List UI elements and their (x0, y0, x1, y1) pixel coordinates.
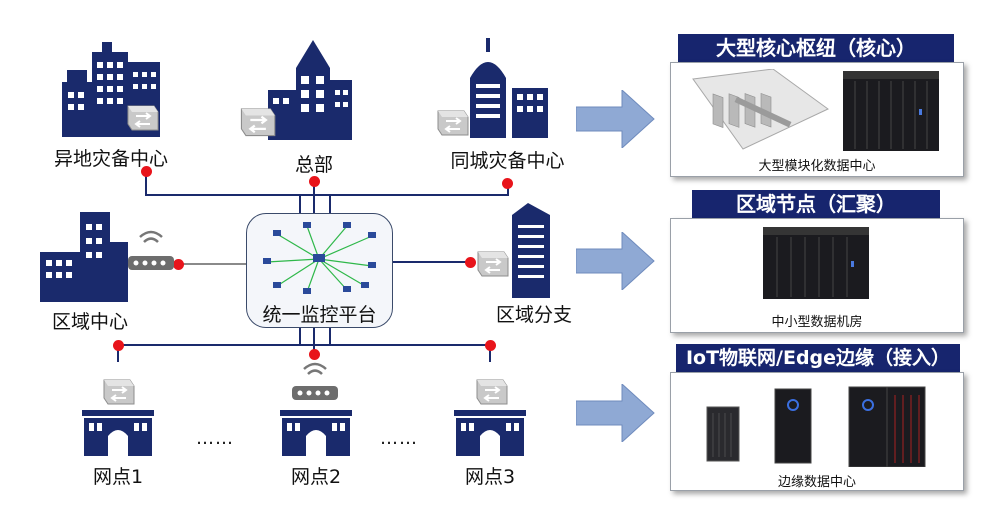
monitoring-platform: 统一监控平台 (246, 213, 393, 328)
connection-dot (173, 259, 184, 270)
server-rack-icon (774, 388, 812, 464)
wifi-router-icon (128, 230, 174, 270)
edge-panel: 边缘数据中心 (670, 372, 964, 491)
outlet2-label: 网点2 (290, 466, 342, 488)
branch-bank-icon (82, 410, 154, 456)
ellipsis: …… (380, 428, 418, 449)
connection-dot (309, 349, 320, 360)
branch-bank-icon (280, 410, 352, 456)
core-hub-panel: 大型模块化数据中心 (670, 62, 964, 177)
panel-title: 区域节点（汇聚） (692, 190, 940, 218)
ellipsis: …… (196, 428, 234, 449)
panel-caption: 中小型数据机房 (771, 315, 863, 330)
office-building-icon (40, 212, 128, 302)
connection-dot (502, 178, 513, 189)
office-building-icon (512, 203, 550, 298)
connection-dot (309, 176, 320, 187)
connection-dot (465, 257, 476, 268)
server-rack-icon (848, 386, 926, 467)
server-rack-icon (763, 227, 869, 299)
network-switch-icon (477, 251, 509, 277)
office-building-icon (470, 38, 548, 138)
wifi-router-icon (292, 362, 338, 400)
connection-dot (113, 340, 124, 351)
network-switch-icon (103, 379, 135, 405)
regional-center-label: 区域中心 (51, 311, 128, 333)
regional-branch-label: 区域分支 (495, 304, 572, 326)
remote-dr-label: 异地灾备中心 (53, 148, 168, 170)
right-arrow-icon (576, 232, 655, 290)
panel-title: 大型核心枢纽（核心） (678, 34, 954, 62)
right-arrow-icon (576, 90, 655, 148)
network-switch-icon (437, 110, 469, 136)
regional-node-panel: 中小型数据机房 (670, 218, 964, 333)
platform-label: 统一监控平台 (262, 304, 377, 326)
network-switch-icon (240, 108, 276, 137)
network-switch-icon (476, 379, 508, 405)
outlet3-label: 网点3 (464, 466, 516, 488)
panel-caption: 边缘数据中心 (777, 475, 856, 490)
network-topology-icon (263, 222, 376, 294)
branch-bank-icon (454, 410, 526, 456)
server-rack-icon (706, 406, 740, 462)
connection-dot (485, 340, 496, 351)
hq-label: 总部 (294, 154, 333, 176)
server-rack-icon (843, 71, 939, 151)
office-building-icon (268, 40, 352, 140)
panel-caption: 大型模块化数据中心 (758, 159, 876, 174)
outlet1-label: 网点1 (92, 466, 144, 488)
network-switch-icon (127, 105, 159, 131)
modular-datacenter-icon (692, 69, 829, 150)
connection-dot (141, 166, 152, 177)
panel-title: IoT物联网/Edge边缘（接入） (676, 344, 960, 372)
same-city-dr-label: 同城灾备中心 (450, 150, 565, 172)
right-arrow-icon (576, 384, 655, 442)
